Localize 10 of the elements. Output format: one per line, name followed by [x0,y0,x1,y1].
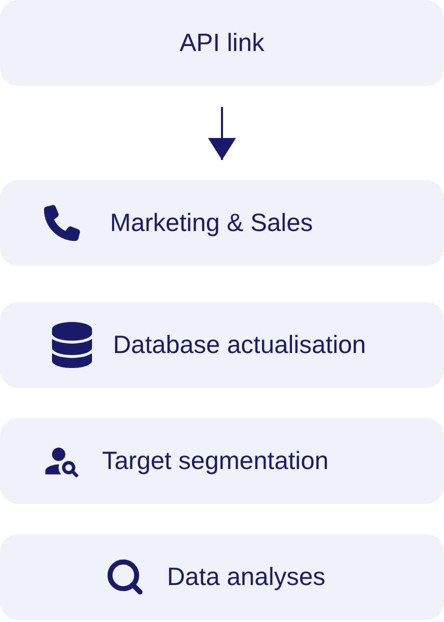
process-box [0,418,444,504]
box-label: Target segmentation [102,446,329,476]
arrow [208,107,236,160]
box-label: API link [178,28,266,58]
box-label: Database actualisation [113,330,366,360]
box-label: Data analyses [167,562,326,592]
box-label: Marketing & Sales [110,208,313,238]
process-box [0,180,444,266]
process-box [0,534,444,620]
process-box [0,302,444,388]
